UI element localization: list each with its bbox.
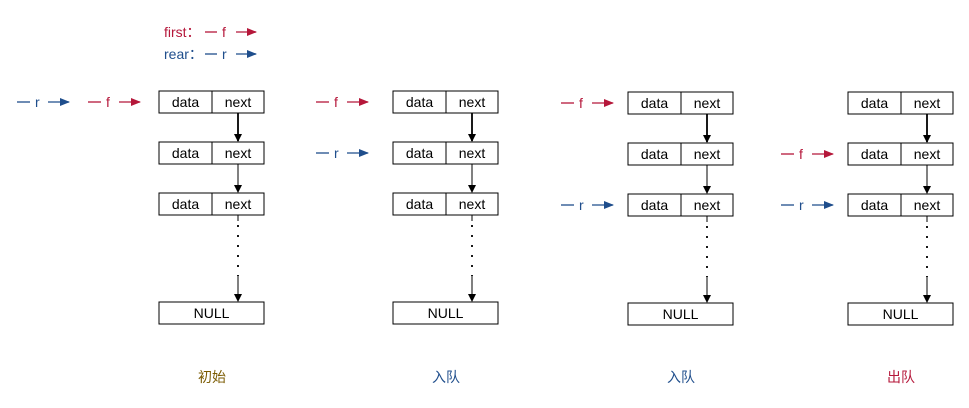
stage-caption: 初始 [198, 369, 226, 386]
rear-pointer-letter: r [334, 145, 339, 161]
front-pointer-letter: f [799, 146, 803, 162]
list-node: data next [627, 142, 734, 166]
null-label: NULL [428, 305, 464, 321]
node-next-label: next [225, 196, 252, 212]
node-data-label: data [861, 197, 888, 213]
node-next-label: next [694, 146, 721, 162]
legend: first： f rear： r [164, 24, 257, 62]
node-next-label: next [459, 94, 486, 110]
node-data-label: data [172, 145, 199, 161]
node-data-label: data [861, 95, 888, 111]
legend-front-label: first： [164, 24, 201, 40]
list-node: data next [847, 142, 954, 166]
node-data-label: data [406, 196, 433, 212]
list-node: data next [847, 91, 954, 115]
node-next-label: next [914, 146, 941, 162]
node-next-label: next [225, 145, 252, 161]
stage-caption: 入队 [667, 370, 695, 386]
null-label: NULL [663, 306, 699, 322]
stage-caption: 出队 [887, 370, 915, 386]
front-pointer-letter: f [579, 95, 583, 111]
node-next-label: next [459, 145, 486, 161]
null-box [847, 302, 954, 326]
rear-pointer: r [561, 197, 614, 213]
rear-pointer-letter: r [799, 197, 804, 213]
rear-pointer: r [781, 197, 834, 213]
front-pointer-letter: f [334, 94, 338, 110]
list-node: data next [847, 193, 954, 217]
node-data-label: data [861, 146, 888, 162]
list-node: data next [392, 90, 499, 114]
rear-pointer-letter: r [35, 94, 40, 110]
legend-rear-short: r [222, 46, 227, 62]
node-data-label: data [172, 196, 199, 212]
node-data-label: data [406, 94, 433, 110]
list-node: data next [627, 193, 734, 217]
stage-caption: 入队 [432, 370, 460, 386]
node-data-label: data [641, 197, 668, 213]
front-pointer: f [781, 146, 834, 162]
list-node: data next [158, 141, 265, 165]
front-pointer-letter: f [106, 94, 110, 110]
legend-rear-label: rear： [164, 46, 203, 62]
list-node: data next [158, 90, 265, 114]
legend-front-short: f [222, 24, 226, 40]
node-data-label: data [641, 146, 668, 162]
node-next-label: next [914, 95, 941, 111]
rear-pointer-letter: r [579, 197, 584, 213]
null-box [627, 302, 734, 326]
node-next-label: next [459, 196, 486, 212]
front-pointer: f [88, 94, 141, 110]
node-next-label: next [694, 197, 721, 213]
node-next-label: next [694, 95, 721, 111]
rear-pointer: r [17, 94, 70, 110]
node-next-label: next [914, 197, 941, 213]
list-node: data next [392, 141, 499, 165]
null-label: NULL [883, 306, 919, 322]
null-label: NULL [194, 305, 230, 321]
front-pointer: f [561, 95, 614, 111]
null-box [392, 301, 499, 325]
null-box [158, 301, 265, 325]
front-pointer: f [316, 94, 369, 110]
rear-pointer: r [316, 145, 369, 161]
list-node: data next [158, 192, 265, 216]
list-node: data next [627, 91, 734, 115]
node-data-label: data [406, 145, 433, 161]
node-data-label: data [641, 95, 668, 111]
list-node: data next [392, 192, 499, 216]
node-data-label: data [172, 94, 199, 110]
node-next-label: next [225, 94, 252, 110]
